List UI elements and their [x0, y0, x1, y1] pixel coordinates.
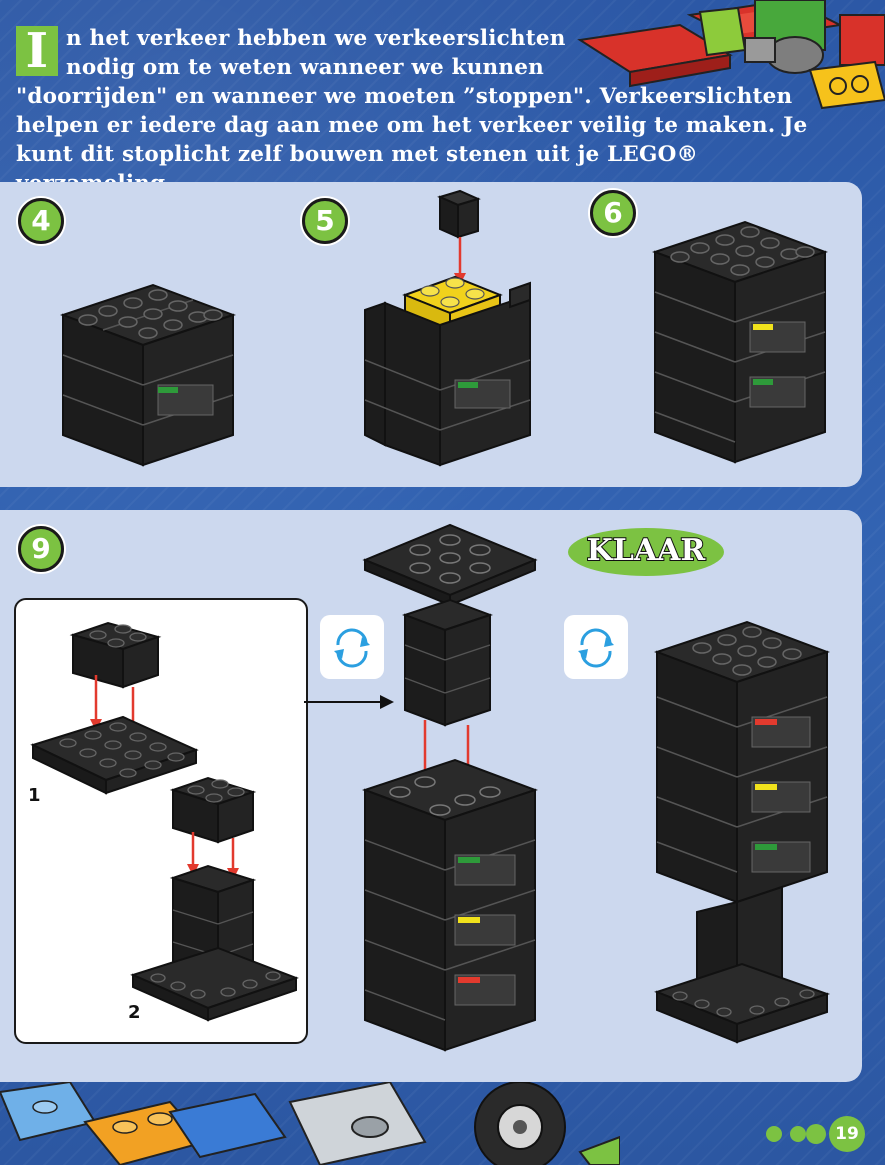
step-4-badge: 4 — [18, 198, 64, 244]
decorative-bricks-top — [577, 0, 885, 110]
step-4-build-image — [60, 283, 236, 467]
intro-paragraph: I n het verkeer hebben we verkeerslichte… — [16, 24, 816, 198]
sub-step-2-label: 2 — [128, 1002, 141, 1023]
step-9-badge: 9 — [18, 526, 64, 572]
inset-arrow — [304, 695, 394, 709]
page-dot-2 — [790, 1126, 806, 1142]
rotate-icon-box-1 — [320, 615, 384, 679]
page-dot-3 — [806, 1124, 826, 1144]
step-6-badge: 6 — [590, 190, 636, 236]
sub-step-2-image — [130, 776, 299, 1022]
intro-line-4: helpen er iedere dag aan mee om het verk… — [16, 113, 808, 138]
step-9-assembly-image — [362, 523, 538, 1052]
sub-step-1-image — [30, 621, 199, 795]
page-dot-1 — [766, 1126, 782, 1142]
sub-step-1-label: 1 — [28, 785, 41, 806]
intro-line-1: n het verkeer hebben we verkeerslichten — [66, 26, 566, 51]
intro-line-3: "doorrijden" en wanneer we moeten ”stopp… — [16, 84, 793, 109]
rotate-icon-box-2 — [564, 615, 628, 679]
finished-traffic-light-image — [654, 620, 831, 1044]
klaar-logo: KLAAR — [568, 528, 724, 576]
klaar-text: KLAAR — [587, 533, 707, 568]
rotate-icon — [578, 628, 614, 668]
rotate-icon — [334, 628, 370, 668]
intro-line-2: nodig om te weten wanneer we kunnen — [66, 55, 544, 80]
step-5-build-image — [364, 189, 531, 467]
page-number: 19 — [829, 1116, 865, 1152]
drop-cap: I — [16, 26, 58, 76]
step-5-badge: 5 — [302, 198, 348, 244]
step-6-build-image — [652, 220, 828, 464]
decorative-bricks-bottom — [0, 1082, 620, 1165]
